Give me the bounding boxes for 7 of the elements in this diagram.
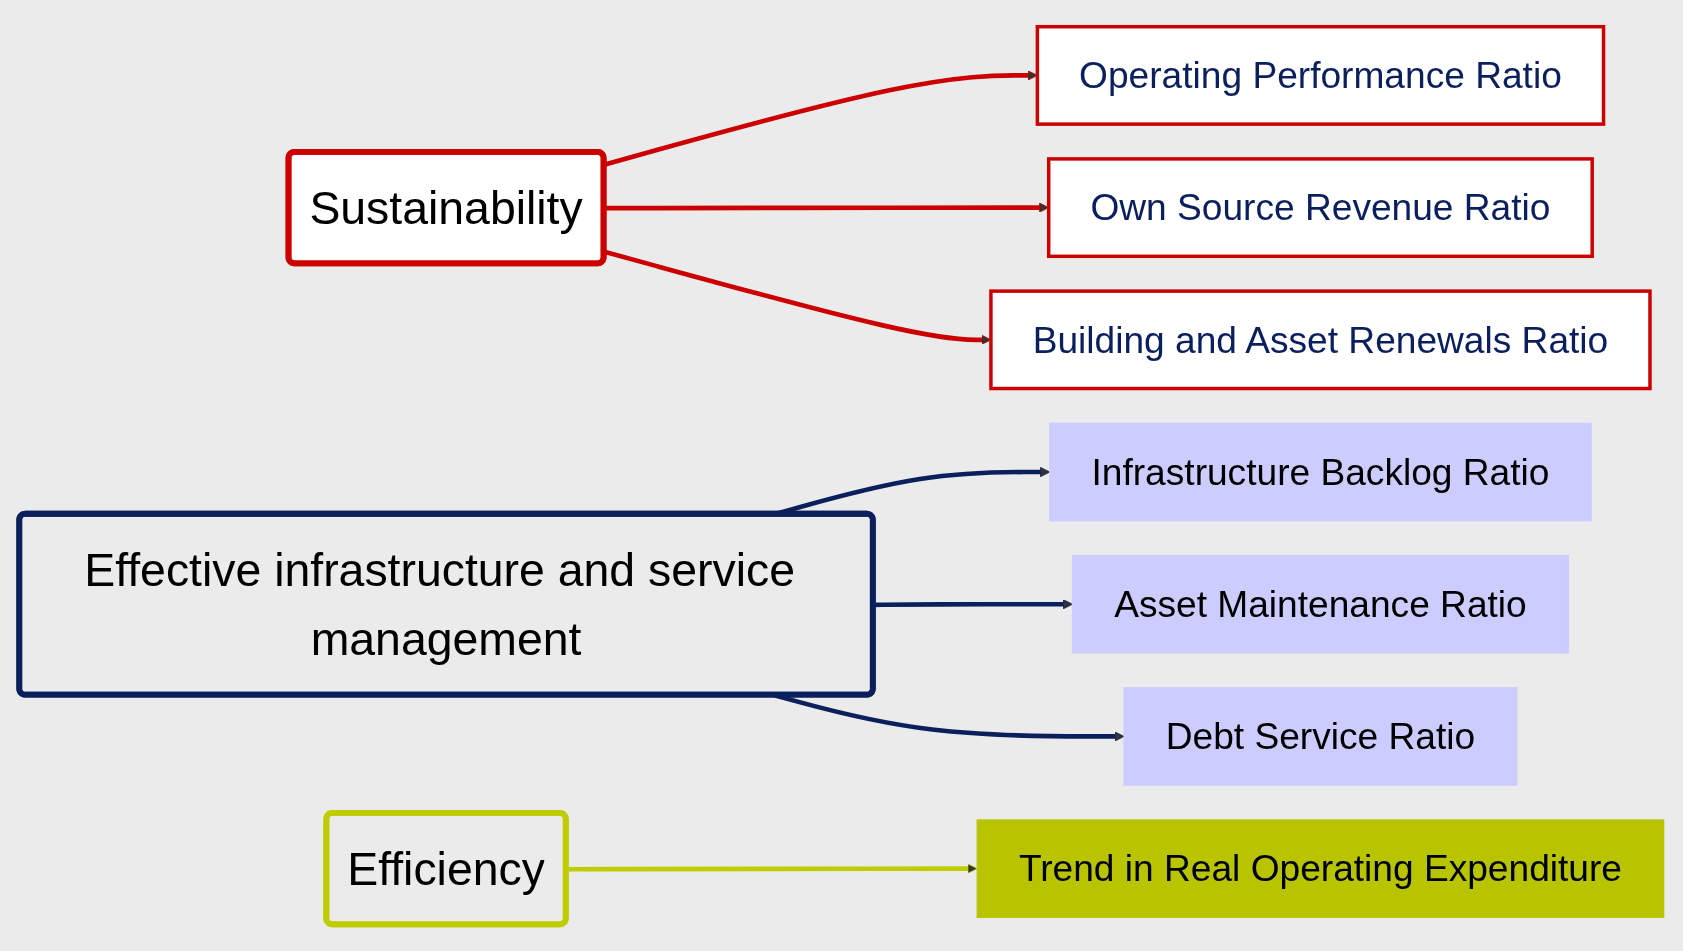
- node-box: Debt Service Ratio: [1123, 687, 1518, 786]
- node-box: Own Source Revenue Ratio: [1046, 157, 1594, 259]
- node-box: Infrastructure Backlog Ratio: [1049, 422, 1592, 522]
- node-box: Building and Asset Renewals Ratio: [989, 289, 1652, 391]
- node-box: Operating Performance Ratio: [1035, 24, 1606, 126]
- node-box: Asset Maintenance Ratio: [1071, 554, 1570, 654]
- node-box: Trend in Real Operating Expenditure: [976, 819, 1665, 918]
